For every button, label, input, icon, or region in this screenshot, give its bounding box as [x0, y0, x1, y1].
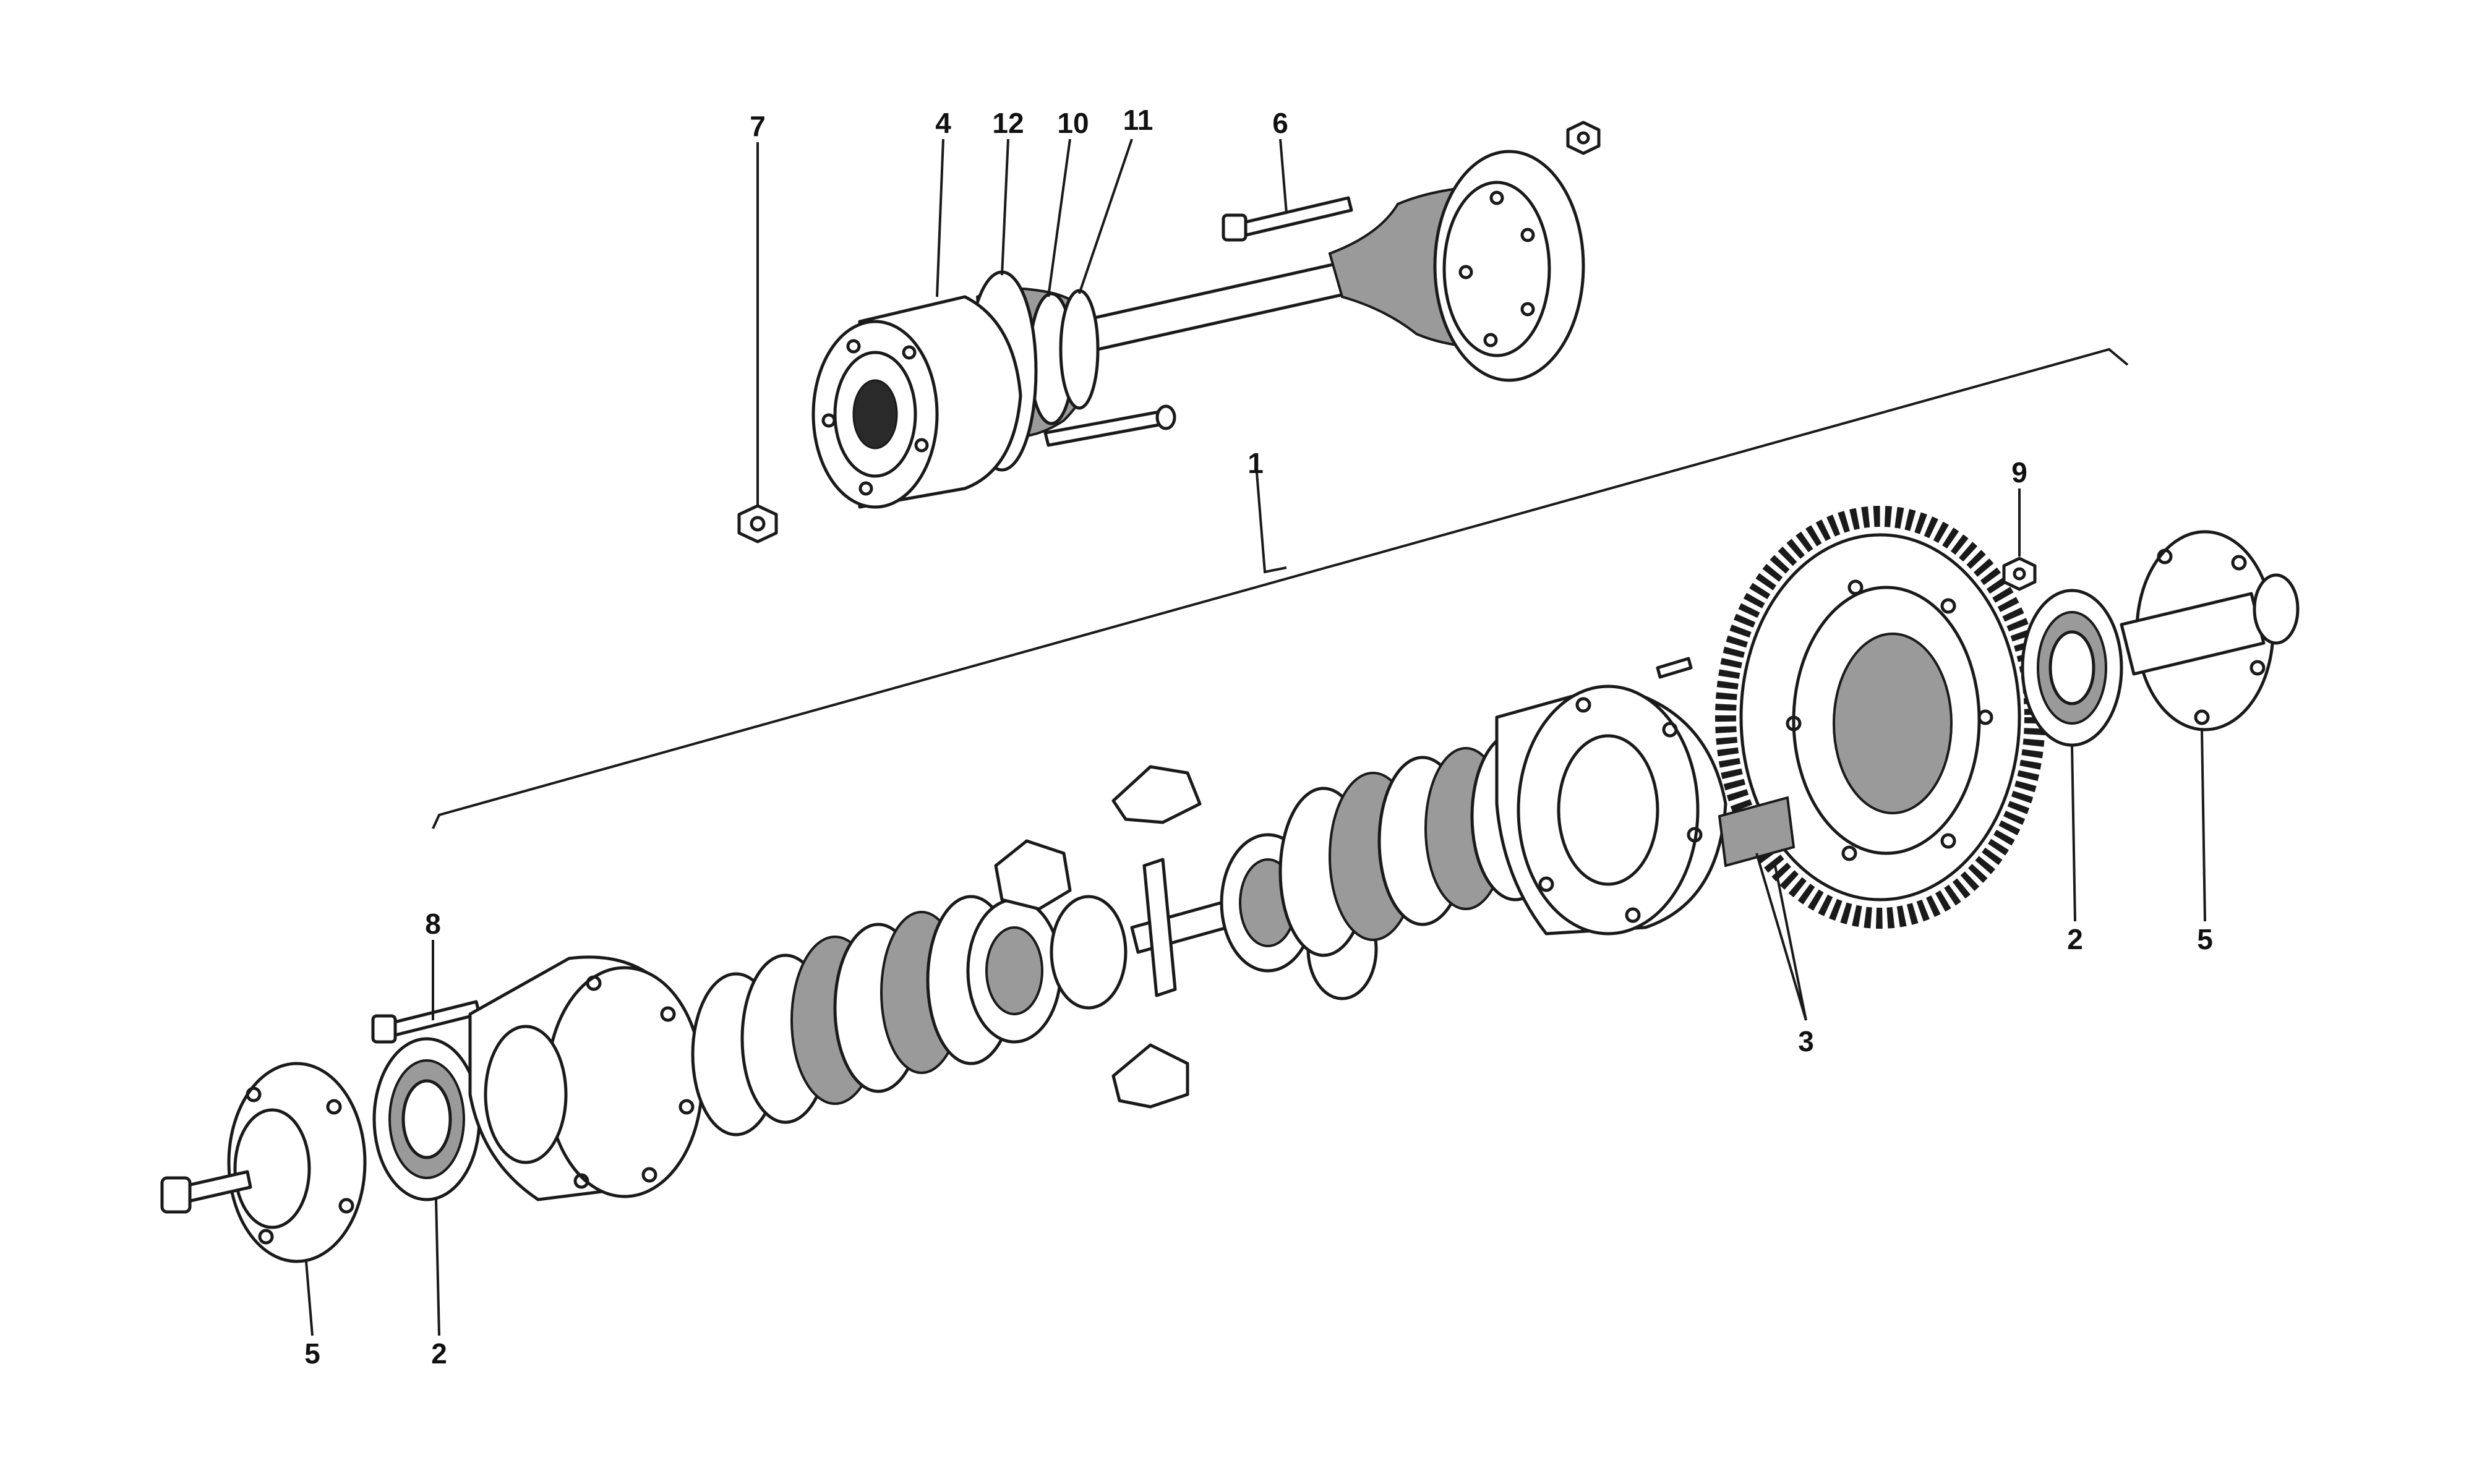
callout-7: 7: [750, 110, 766, 142]
callout-6: 6: [1272, 107, 1288, 139]
drive-shaft-bar: [1062, 258, 1363, 357]
group-bracket: [432, 348, 2129, 829]
nut-9: [2002, 556, 2037, 591]
bolt-8: [388, 1000, 481, 1038]
callout-2-right: 2: [2067, 923, 2083, 955]
differential-assembly: [160, 506, 2300, 1263]
callout-2-left: 2: [431, 1337, 447, 1370]
left-clutch-plates: [691, 895, 1016, 1136]
callout-4: 4: [935, 107, 951, 139]
pinion-gear-top: [1111, 765, 1202, 824]
pinion-gear-upper-left: [994, 839, 1072, 911]
leader-lines: [305, 139, 2206, 1336]
ring-gear: [1715, 506, 2045, 929]
callout-3: 3: [1798, 1025, 1814, 1057]
callout-11: 11: [1123, 104, 1154, 136]
callout-labels: 1 7 4 12 10 11 6 9 8 5 2 3 2 5: [304, 104, 2213, 1370]
boot-clamp-band: [1059, 289, 1100, 410]
callout-12: 12: [992, 107, 1024, 139]
drive-shaft-assembly: [737, 121, 1601, 544]
cross-shaft-vertical: [1142, 858, 1177, 997]
callout-8: 8: [425, 908, 441, 940]
callout-10: 10: [1057, 107, 1089, 139]
callout-5-right: 5: [2197, 923, 2213, 955]
nut-top-right: [1566, 121, 1601, 155]
callout-1: 1: [1248, 447, 1264, 479]
callout-5-left: 5: [304, 1337, 320, 1370]
ring-gear-hub: [1718, 796, 1796, 868]
pinion-gear-left: [1050, 895, 1128, 1010]
nut-7: [737, 504, 778, 544]
pinion-gear-bottom: [1111, 1043, 1189, 1109]
case-bolt: [1656, 657, 1693, 679]
cv-bolt-upper: [1241, 196, 1353, 237]
callout-9: 9: [2011, 456, 2027, 488]
